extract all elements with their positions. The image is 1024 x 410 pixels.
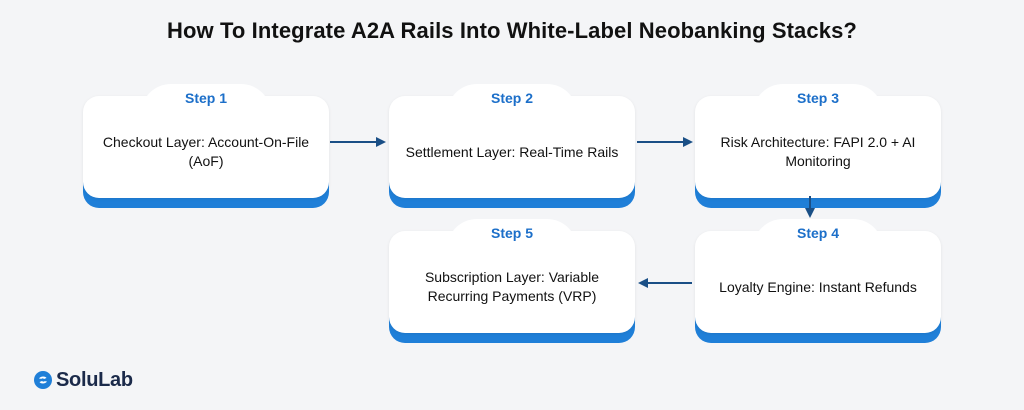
step-label: Step 1 bbox=[184, 90, 227, 106]
step-label: Step 5 bbox=[490, 225, 533, 241]
brand-logo: SoluLab bbox=[34, 368, 133, 392]
card-tab bbox=[753, 219, 883, 249]
step-text: Settlement Layer: Real-Time Rails bbox=[405, 143, 619, 160]
step-label: Step 2 bbox=[490, 90, 533, 106]
card-tab bbox=[447, 84, 577, 114]
arrow-step2-to-step3 bbox=[637, 137, 693, 147]
arrow-step4-to-step5 bbox=[638, 278, 692, 288]
step-card-3: Step 3 Risk Architecture: FAPI 2.0 + AI … bbox=[695, 84, 941, 208]
card-tab bbox=[753, 84, 883, 114]
step-text: Risk Architecture: FAPI 2.0 + AI Monitor… bbox=[720, 134, 916, 169]
step-text: Loyalty Engine: Instant Refunds bbox=[719, 278, 917, 295]
card-tab bbox=[447, 219, 577, 249]
card-tab bbox=[141, 84, 271, 114]
step-card-1: Step 1 Checkout Layer: Account-On-File (… bbox=[83, 84, 329, 208]
brand-name: SoluLab bbox=[56, 368, 133, 391]
solulab-logo-icon bbox=[34, 371, 52, 389]
step-card-4: Step 4 Loyalty Engine: Instant Refunds bbox=[695, 219, 941, 343]
step-card-2: Step 2 Settlement Layer: Real-Time Rails bbox=[389, 84, 635, 208]
step-card-5: Step 5 Subscription Layer: Variable Recu… bbox=[389, 219, 635, 343]
diagram-title: How To Integrate A2A Rails Into White-La… bbox=[167, 18, 857, 43]
step-label: Step 3 bbox=[796, 90, 839, 106]
step-text: Checkout Layer: Account-On-File (AoF) bbox=[102, 134, 310, 169]
step-text: Subscription Layer: Variable Recurring P… bbox=[424, 269, 600, 304]
arrow-step3-to-step4 bbox=[805, 196, 815, 218]
step-label: Step 4 bbox=[796, 225, 839, 241]
arrow-step1-to-step2 bbox=[330, 137, 386, 147]
